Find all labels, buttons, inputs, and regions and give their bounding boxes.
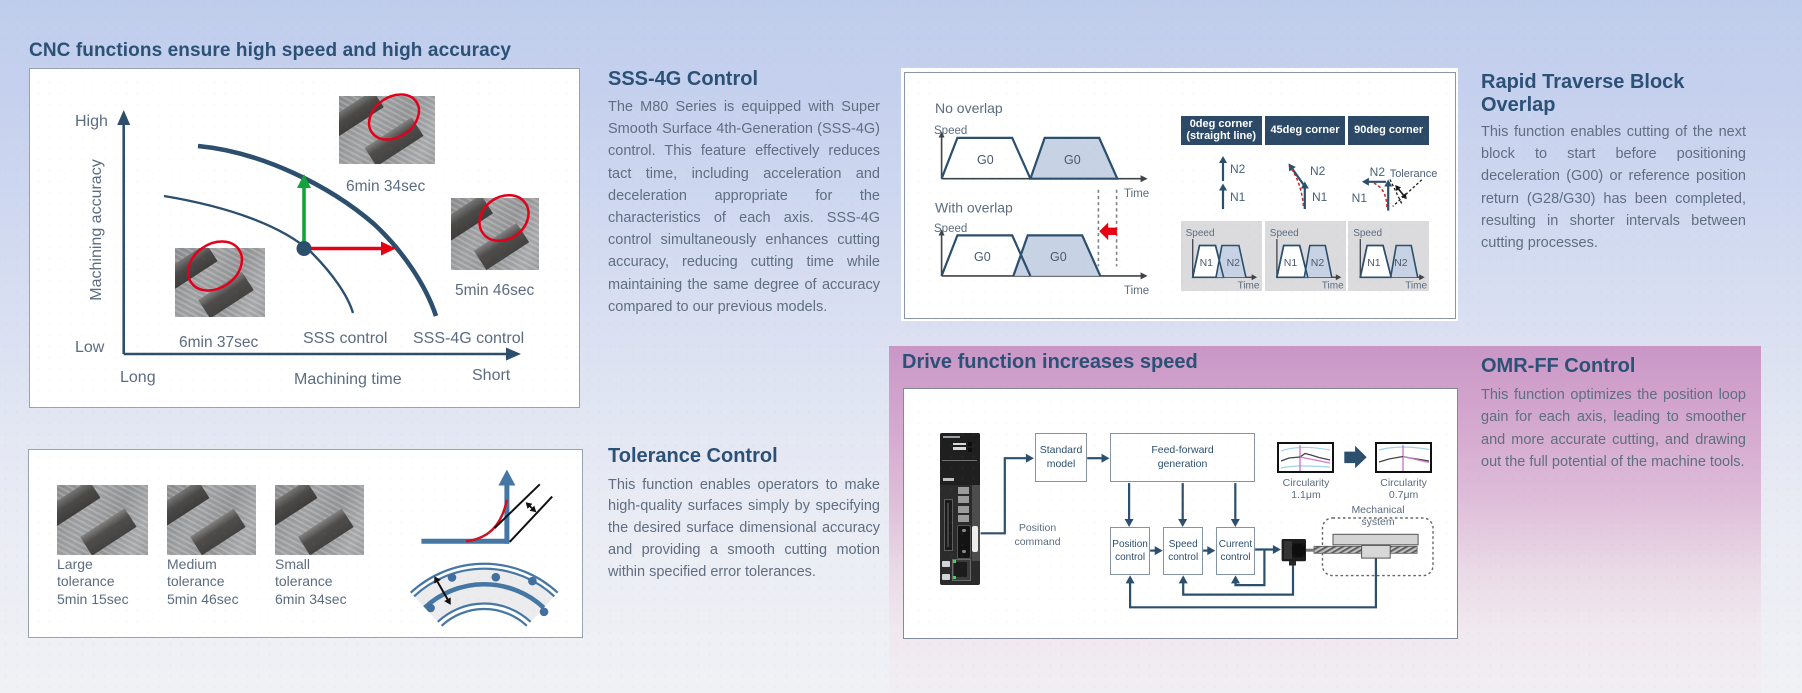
svg-text:N2: N2 <box>1227 257 1241 269</box>
svg-text:G0: G0 <box>977 153 994 167</box>
svg-text:Speed: Speed <box>1186 228 1215 239</box>
svg-text:N2: N2 <box>1230 162 1246 176</box>
svg-text:N2: N2 <box>1311 257 1325 269</box>
svg-text:G0: G0 <box>1064 153 1081 167</box>
svg-text:N1: N1 <box>1230 190 1246 204</box>
svg-text:High: High <box>75 113 108 130</box>
svg-text:Speed: Speed <box>934 223 967 235</box>
svg-text:SSS control: SSS control <box>303 330 387 347</box>
svg-text:With overlap: With overlap <box>935 200 1013 216</box>
svg-text:N2: N2 <box>1394 257 1408 269</box>
svg-text:Short: Short <box>472 367 511 384</box>
svg-text:Machining accuracy: Machining accuracy <box>88 159 105 300</box>
svg-text:SSS-4G control: SSS-4G control <box>413 330 524 347</box>
svg-text:N1: N1 <box>1367 257 1381 269</box>
svg-text:Time: Time <box>1124 285 1149 297</box>
svg-text:No overlap: No overlap <box>935 100 1003 116</box>
svg-text:6min 34sec: 6min 34sec <box>346 178 426 195</box>
svg-text:5min 46sec: 5min 46sec <box>455 282 535 299</box>
svg-text:N1: N1 <box>1312 190 1328 204</box>
svg-text:N1: N1 <box>1200 257 1214 269</box>
svg-text:G0: G0 <box>974 250 991 264</box>
svg-text:Long: Long <box>120 369 156 386</box>
svg-text:Speed: Speed <box>934 125 967 137</box>
svg-text:N1: N1 <box>1352 191 1368 205</box>
svg-text:Time: Time <box>1405 281 1427 292</box>
svg-text:6min 37sec: 6min 37sec <box>179 334 259 351</box>
svg-text:N2: N2 <box>1370 165 1386 179</box>
svg-text:Time: Time <box>1124 188 1149 200</box>
svg-text:Speed: Speed <box>1353 228 1382 239</box>
svg-text:Speed: Speed <box>1270 228 1299 239</box>
svg-text:Low: Low <box>75 339 105 356</box>
svg-text:Time: Time <box>1238 281 1260 292</box>
svg-text:G0: G0 <box>1050 250 1067 264</box>
svg-text:N1: N1 <box>1284 257 1298 269</box>
svg-text:Tolerance: Tolerance <box>1390 168 1438 180</box>
svg-text:N2: N2 <box>1310 164 1326 178</box>
svg-text:Time: Time <box>1322 281 1344 292</box>
svg-text:Machining time: Machining time <box>294 371 402 388</box>
